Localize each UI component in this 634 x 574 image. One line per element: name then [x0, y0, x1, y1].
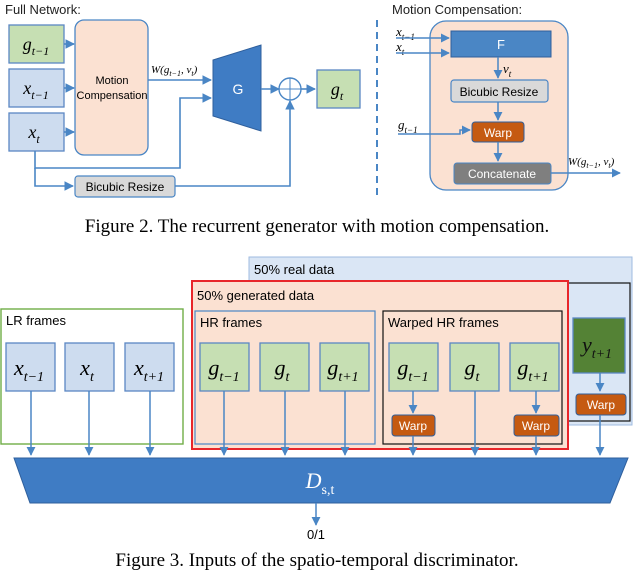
hr-tile-next-label: gt+1 — [327, 355, 358, 385]
arrow-x-t-to-bicubic — [34, 168, 74, 191]
hr-frames-label: HR frames — [200, 315, 263, 330]
lr-tile-prev — [5, 342, 56, 392]
output-g-t-label: gt — [331, 79, 344, 103]
warped-tile-cur — [449, 342, 500, 392]
warp-box-real-label: Warp — [587, 398, 616, 412]
figure3-caption: Figure 3. Inputs of the spatio-temporal … — [115, 550, 518, 571]
output-g-t-box — [316, 69, 361, 109]
real-tile — [572, 317, 626, 374]
warp-box-prev-label: Warp — [399, 419, 428, 433]
mc-out-label: W(gt−1, vt) — [568, 156, 615, 170]
input-g-prev-box — [8, 24, 65, 64]
arrow-g-prev-to-warp — [398, 125, 471, 135]
generator-block — [212, 44, 262, 132]
mc-label-line1: Motion — [95, 75, 128, 87]
mc-bicubic-resize-block — [450, 79, 549, 103]
real-tile-label: yt+1 — [580, 332, 612, 362]
hr-tile-prev-label: gt−1 — [208, 355, 239, 385]
input-x-t-label: xt — [27, 122, 40, 146]
hr-tile-cur — [259, 342, 310, 392]
discriminator-output-label: 0/1 — [307, 527, 325, 542]
warped-tile-prev-label: gt−1 — [397, 355, 428, 385]
generator-label: G — [233, 81, 244, 97]
warp-box-real — [575, 393, 627, 416]
concatenate-label: Concatenate — [468, 167, 536, 181]
warped-tile-next — [509, 342, 560, 392]
hr-tile-prev — [199, 342, 250, 392]
bicubic-resize-label: Bicubic Resize — [86, 180, 165, 194]
motion-compensation-title: Motion Compensation: — [392, 2, 522, 17]
mc-output-label: W(gt−1, vt) — [151, 64, 198, 78]
mc-in-g-prev-label: gt−1 — [398, 117, 418, 135]
discriminator-block — [13, 457, 629, 504]
discriminator-label: Ds,t — [305, 468, 335, 498]
figure2-caption: Figure 2. The recurrent generator with m… — [85, 216, 550, 237]
flow-v-t-label: vt — [503, 61, 512, 79]
input-x-prev-label: xt−1 — [22, 78, 48, 102]
mc-in-x-prev-label: xt−1 — [395, 24, 415, 42]
lr-tile-cur — [64, 342, 115, 392]
mc-label-line2: Compensation — [77, 90, 148, 102]
mc-bicubic-resize-label: Bicubic Resize — [460, 85, 539, 99]
hr-tile-cur-label: gt — [275, 355, 291, 385]
input-x-t-box — [8, 112, 65, 152]
warped-tile-cur-label: gt — [465, 355, 481, 385]
arrow-x-t-to-generator — [34, 93, 212, 169]
generated-data-label: 50% generated data — [197, 288, 315, 303]
warped-hr-frames-label: Warped HR frames — [388, 315, 499, 330]
lr-tile-prev-label: xt−1 — [13, 355, 44, 385]
flow-net-f-label: F — [497, 37, 505, 52]
warp-box-next-label: Warp — [522, 419, 551, 433]
full-network-title: Full Network: — [5, 2, 81, 17]
warped-tile-next-label: gt+1 — [517, 355, 548, 385]
lr-tile-next — [124, 342, 175, 392]
arrow-bicubic-to-sum — [175, 100, 295, 187]
input-g-prev-label: gt−1 — [23, 34, 49, 58]
real-data-label: 50% real data — [254, 262, 335, 277]
motion-compensation-block — [74, 19, 149, 156]
lr-tile-next-label: xt+1 — [133, 355, 164, 385]
warped-tile-prev — [388, 342, 439, 392]
mc-warp-label: Warp — [484, 126, 513, 140]
mc-in-x-t-label: xt — [395, 39, 405, 57]
lr-tile-cur-label: xt — [79, 355, 95, 385]
mc-detail-container — [429, 20, 569, 191]
flow-net-f-block — [450, 30, 552, 58]
lr-frames-label: LR frames — [6, 313, 66, 328]
